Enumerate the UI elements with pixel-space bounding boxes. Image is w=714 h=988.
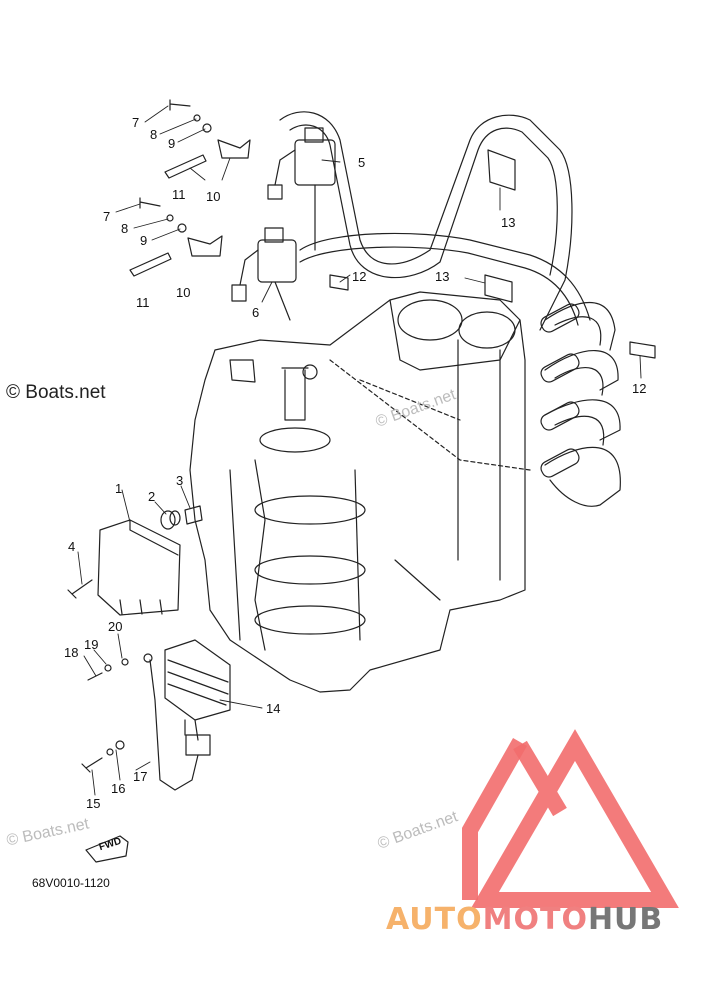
plug-lead-4 [544,446,621,507]
callout-10: 10 [206,189,221,204]
clip-12-upper [329,274,349,291]
clip-13-lower [484,274,513,303]
callout-8: 8 [121,221,129,236]
callout-18: 18 [64,645,79,660]
brand-part-auto: AUTO [386,902,483,937]
callout-4: 4 [68,539,76,554]
harness-loop-inner [289,124,558,279]
brand-logo-icon [471,729,679,908]
ignition-coil-lower [231,227,297,321]
coil-bolt-lower [139,197,187,233]
harness-lower-1 [299,232,591,321]
callout-12: 12 [632,381,647,396]
plug-caps [540,303,580,478]
bracket-lower [187,235,223,257]
coil-bolt-upper [169,99,212,133]
strap-upper [164,154,207,179]
rectifier-regulator [164,639,231,741]
callout-11: 11 [136,295,150,310]
cdi-unit [97,519,181,616]
callout-1: 1 [115,481,123,496]
callout-17: 17 [133,769,148,784]
callout-11: 11 [172,187,186,202]
clip-12-right [629,341,656,359]
callout-19: 19 [84,637,99,652]
fwd-arrow [85,835,129,863]
engine-block [189,291,531,693]
plug-lead-1 [544,302,616,351]
brand-wordmark: AUTOMOTOHUB [386,902,663,937]
watermark-main: © Boats.net [6,382,106,403]
plug-lead-2 [544,350,619,391]
callout-8: 8 [150,127,158,142]
connector-plug [149,659,211,791]
plug-lead-3 [544,399,621,441]
callout-7: 7 [103,209,111,224]
callout-2: 2 [148,489,156,504]
brand-part-hub: HUB [587,902,664,937]
brand-part-moto: MOTO [482,902,588,937]
callout-9: 9 [168,136,176,151]
callout-6: 6 [252,305,260,320]
bolt-15 [81,740,125,773]
collar-3 [184,505,203,525]
callout-10: 10 [176,285,191,300]
part-code: 68V0010-1120 [32,876,110,890]
callout-3: 3 [176,473,184,488]
bracket-upper [217,139,251,159]
callout-5: 5 [358,155,366,170]
harness-loop-outer [279,111,573,331]
callout-7: 7 [132,115,140,130]
bolt-4 [67,579,93,599]
callout-12: 12 [352,269,367,284]
callout-20: 20 [108,619,123,634]
callout-13: 13 [435,269,450,284]
callout-9: 9 [140,233,148,248]
clip-13-upper [487,149,516,191]
callout-15: 15 [86,796,101,811]
ground-lead [87,653,153,681]
callout-16: 16 [111,781,126,796]
callout-13: 13 [501,215,516,230]
strap-lower [129,252,172,277]
callout-14: 14 [266,701,281,716]
grommet-2 [160,510,181,530]
harness-lower-2 [299,246,579,326]
ignition-coil-upper [267,127,336,251]
